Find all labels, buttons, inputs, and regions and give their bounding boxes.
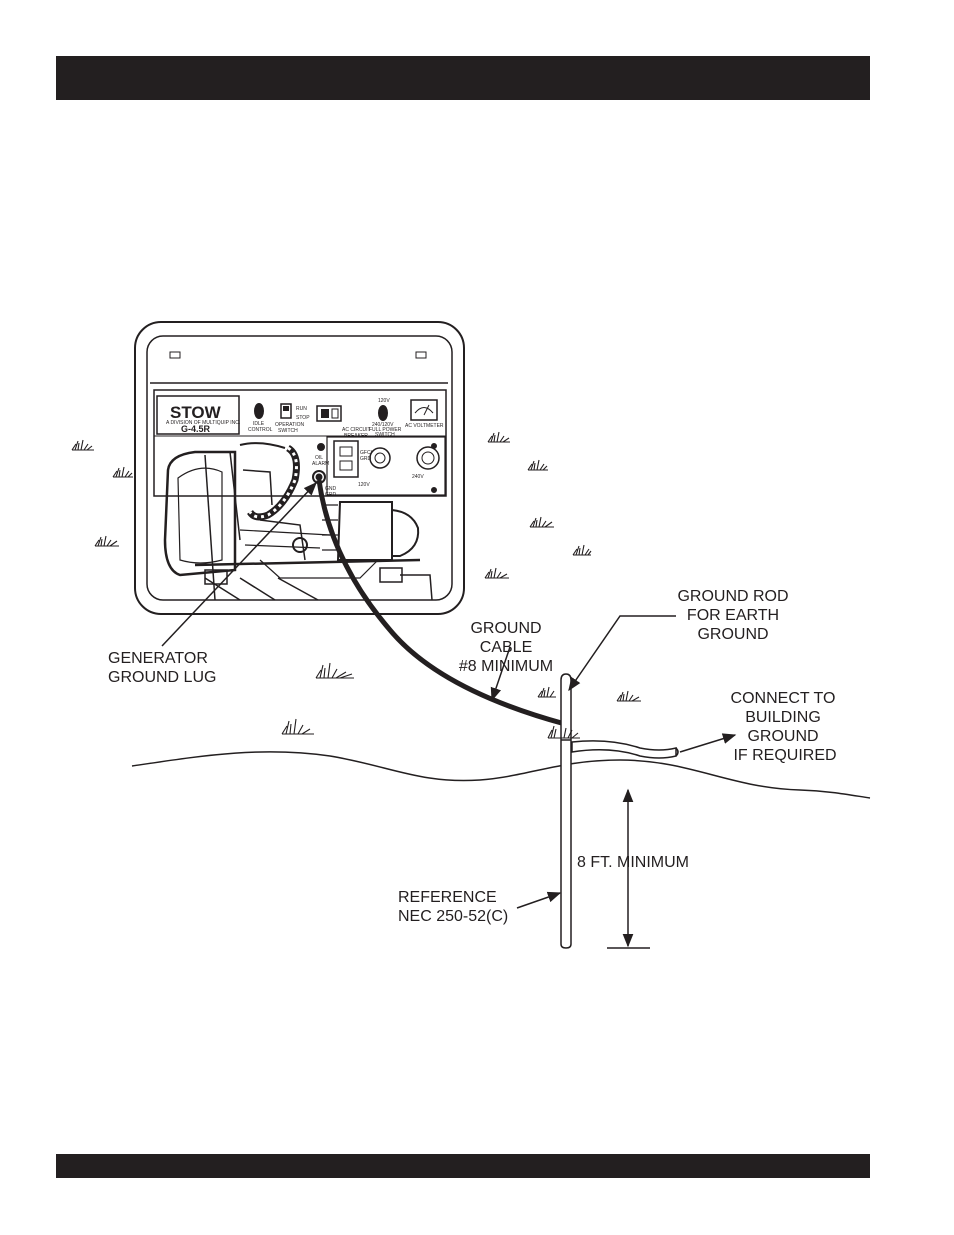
grass-tuft: [487, 431, 510, 443]
ground-rod-label-line1: GROUND ROD: [677, 588, 788, 605]
twist-lock-outlet-240: [416, 446, 440, 470]
building-ground-label-line2: BUILDING: [745, 709, 821, 726]
ac-voltmeter-label: AC VOLTMETER: [405, 423, 444, 429]
full-power-line2: FULL POWER: [369, 427, 402, 433]
full-power-line3: SWITCH: [375, 432, 395, 438]
reference-label-line2: NEC 250-52(C): [398, 908, 508, 925]
ground-rod-leader: [568, 615, 676, 692]
grass-tuft: [527, 459, 548, 471]
building-ground-label-line3: GROUND: [747, 728, 818, 745]
twist-lock-outlet: [369, 447, 391, 469]
grass-tuft: [315, 662, 354, 679]
panel-text: STOW A DIVISION OF MULTIQUIP INC. G-4.5R…: [166, 398, 444, 498]
outlet-240: 240V: [412, 474, 424, 480]
reference-label-line1: REFERENCE: [398, 889, 497, 906]
oil-alarm-line1: OIL: [315, 455, 323, 461]
grass-tuft: [112, 466, 133, 478]
building-ground-label-line1: CONNECT TO: [731, 690, 836, 707]
ground-lug-label-line1: GENERATOR: [108, 650, 208, 667]
grass-tuft: [537, 686, 556, 698]
depth-label: 8 FT. MINIMUM: [577, 854, 689, 871]
grass-tuft: [281, 718, 314, 735]
grass-tuft: [529, 516, 554, 528]
stop-label: STOP: [296, 415, 310, 421]
gnd-line2: GRD: [325, 492, 337, 498]
operation-switch-line1: OPERATION: [275, 422, 304, 428]
oil-alarm-line2: ALARM: [312, 461, 329, 467]
ground-lug-leader: [161, 482, 317, 647]
outlet-120: 120V: [358, 482, 370, 488]
ac-voltmeter: [410, 399, 438, 421]
generator-frame-inner: [146, 335, 453, 601]
footer-bar: [56, 1154, 870, 1178]
ground-cable-label-line1: GROUND: [470, 620, 541, 637]
brand-subtitle: A DIVISION OF MULTIQUIP INC.: [166, 420, 240, 426]
ground-lug-label-line2: GROUND LUG: [108, 669, 216, 686]
generator: [134, 321, 465, 615]
voltage-120: 120V: [378, 398, 390, 404]
grass-tuft: [572, 544, 592, 556]
ground-cable-label-line3: #8 MINIMUM: [459, 658, 553, 675]
grass-tufts: [71, 431, 641, 739]
depth-dimension: [607, 788, 650, 949]
ground-surface: [131, 751, 871, 799]
ac-breaker-line1: AC CIRCUIT: [342, 427, 371, 433]
ground-rod: [560, 673, 572, 949]
callout-labels: GENERATOR GROUND LUG GROUND CABLE #8 MIN…: [108, 588, 837, 925]
generator-frame-outer: [134, 321, 465, 615]
gfci-line2: GRD: [360, 456, 372, 462]
ac-breaker-line2: BREAKER: [344, 433, 368, 439]
grass-tuft: [71, 439, 94, 451]
run-label: RUN: [296, 406, 307, 412]
reference-leader: [516, 891, 562, 909]
grass-tuft: [616, 690, 641, 702]
ground-cable-label-line2: CABLE: [480, 639, 532, 656]
ground-rod-label-line2: FOR EARTH: [687, 607, 779, 624]
brand-plate: [156, 395, 240, 435]
building-ground-leader: [679, 733, 737, 753]
ground-cable: [316, 479, 566, 727]
idle-control-line2: CONTROL: [248, 427, 273, 433]
grass-tuft: [94, 535, 119, 547]
operation-switch-line2: SWITCH: [278, 428, 298, 434]
gnd-line1: GND: [325, 486, 337, 492]
grass-tuft: [484, 567, 509, 579]
header-bar: [56, 56, 870, 100]
grass-tuft: [547, 725, 580, 739]
full-power-line1: 240/120V: [372, 422, 394, 428]
ground-cable-leader: [490, 646, 511, 702]
building-ground-wire: [571, 740, 677, 759]
ground-rod-label-line3: GROUND: [697, 626, 768, 643]
model-number: G-4.5R: [181, 424, 211, 434]
brand-name: STOW: [170, 403, 222, 422]
gfci-outlet: [333, 440, 359, 478]
building-ground-label-line4: IF REQUIRED: [733, 747, 836, 764]
idle-control-line1: IDLE: [253, 421, 265, 427]
gfci-line1: GFCI: [360, 450, 372, 456]
